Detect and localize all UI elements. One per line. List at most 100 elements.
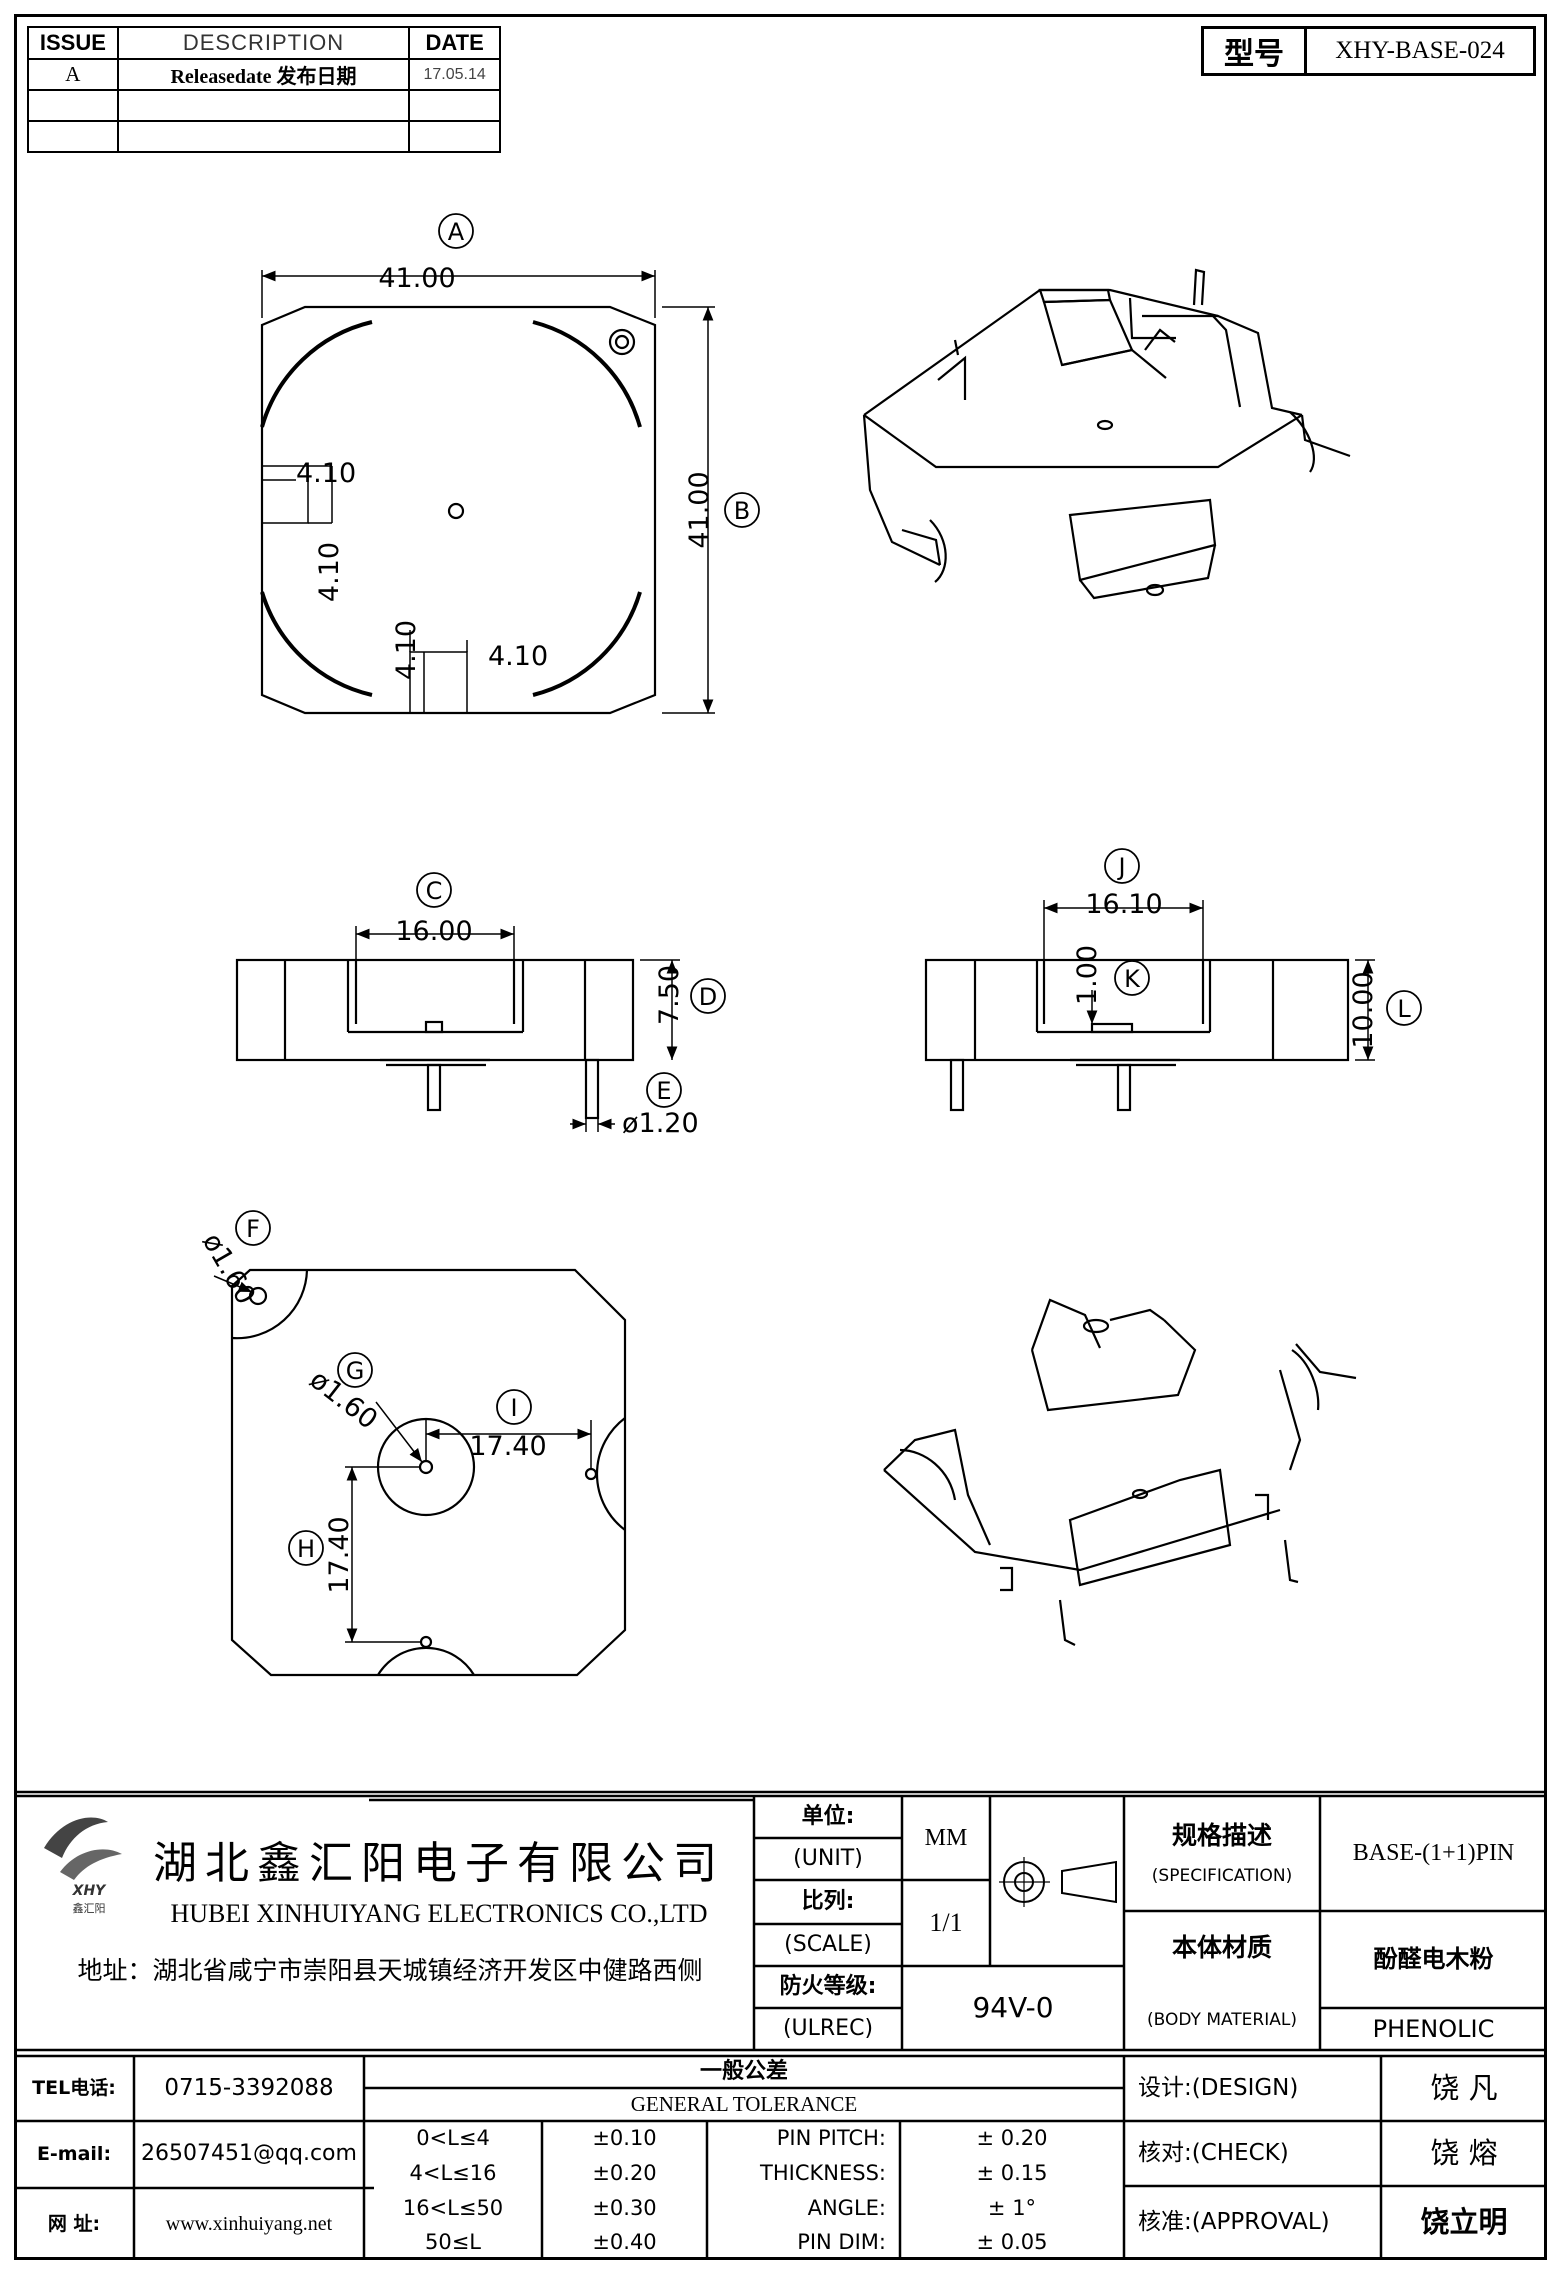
design-label: 设计:(DESIGN) — [1138, 2074, 1299, 2101]
label-b: B — [734, 497, 750, 525]
tol-value: ±0.10 — [592, 2125, 657, 2150]
spec-label-en: (SPECIFICATION) — [1151, 1865, 1293, 1886]
dim-pocket4: 4.10 — [488, 641, 548, 672]
material-value-en: PHENOLIC — [1372, 2014, 1495, 2043]
dim-h-pitch: 17.40 — [324, 1516, 355, 1593]
material-label-en: (BODY MATERIAL) — [1147, 2009, 1297, 2030]
dim-e-pin: ø1.20 — [622, 1108, 699, 1139]
projection-symbol-icon — [999, 1857, 1117, 1907]
rev-issue — [27, 89, 119, 122]
fire-label-en: (ULREC) — [782, 2015, 874, 2041]
approval-name: 饶立明 — [1420, 2205, 1508, 2240]
label-j: J — [1116, 853, 1125, 881]
tol-value: ±0.40 — [592, 2230, 657, 2255]
dim-k-height: 1.00 — [1072, 945, 1103, 1005]
rev-description — [116, 120, 411, 153]
tol-item-value: ± 0.20 — [976, 2125, 1048, 2150]
dim-pocket3: 4.10 — [391, 620, 422, 680]
tel-value: 0715-3392088 — [164, 2074, 334, 2101]
unit-value: MM — [924, 1824, 968, 1851]
dim-width: 41.00 — [378, 263, 455, 294]
revision-table: ISSUE DESCRIPTION DATE A Releasedate 发布日… — [27, 26, 501, 153]
tolerance-title-cn: 一般公差 — [699, 2058, 788, 2084]
tol-item: PIN PITCH: — [776, 2125, 886, 2150]
fire-label-cn: 防火等级: — [779, 1973, 877, 1999]
approval-label: 核准:(APPROVAL) — [1138, 2209, 1330, 2236]
rev-description: Releasedate 发布日期 — [116, 58, 411, 91]
dim-c-width: 16.00 — [395, 916, 472, 947]
company-logo-icon — [44, 1817, 122, 1880]
dim-pocket2: 4.10 — [314, 542, 345, 602]
label-h: H — [297, 1535, 315, 1563]
col-issue: ISSUE — [27, 26, 119, 60]
label-c: C — [426, 877, 443, 905]
dim-height: 41.00 — [684, 471, 715, 548]
tol-range: 0<L≤4 — [416, 2125, 490, 2150]
tol-item-value: ± 1° — [987, 2195, 1037, 2220]
company-address: 地址：湖北省咸宁市崇阳县天城镇经济开发区中健路西侧 — [77, 1956, 703, 1986]
email-value: 26507451@qq.com — [141, 2141, 357, 2167]
label-k: K — [1124, 965, 1141, 993]
technical-drawing: 41.00 41.00 4.10 4.10 4.10 4.10 16.00 7.… — [196, 213, 1422, 1677]
tol-range: 4<L≤16 — [409, 2160, 497, 2185]
side-view — [924, 900, 1375, 1112]
logo-subtext: 鑫汇阳 — [72, 1901, 106, 1915]
web-link[interactable]: www.xinhuiyang.net — [165, 2213, 333, 2235]
label-g: G — [346, 1357, 365, 1385]
title-block-grid — [14, 1790, 1547, 2260]
bottom-view — [213, 1268, 627, 1677]
front-view — [235, 926, 680, 1132]
rev-issue: A — [27, 58, 119, 91]
design-name: 饶 凡 — [1430, 2070, 1498, 2105]
title-block: XHY 鑫汇阳 湖北鑫汇阳电子有限公司 HUBEI XINHUIYANG ELE… — [14, 1788, 1547, 2260]
tol-item: ANGLE: — [807, 2195, 886, 2220]
company-name-cn: 湖北鑫汇阳电子有限公司 — [153, 1837, 725, 1889]
tol-item-value: ± 0.15 — [976, 2160, 1048, 2185]
tol-range: 50≤L — [424, 2230, 482, 2255]
label-d: D — [699, 983, 717, 1011]
tol-range: 16<L≤50 — [402, 2195, 504, 2220]
label-a: A — [448, 218, 465, 246]
email-label: E-mail: — [36, 2143, 112, 2166]
model-value: XHY-BASE-024 — [1335, 37, 1505, 64]
rev-date — [408, 120, 501, 153]
material-label-cn: 本体材质 — [1171, 1933, 1272, 1963]
tel-label: TEL电话: — [32, 2077, 116, 2100]
drawing-frame — [14, 14, 1547, 2260]
dim-i-pitch: 17.40 — [469, 1431, 546, 1462]
dim-d-height: 7.50 — [654, 965, 685, 1025]
tol-value: ±0.20 — [592, 2160, 657, 2185]
unit-label-cn: 单位: — [801, 1803, 855, 1829]
label-f: F — [246, 1215, 260, 1243]
dim-pocket1: 4.10 — [296, 458, 356, 489]
top-view — [260, 270, 715, 715]
rev-date — [408, 89, 501, 122]
web-label: 网 址: — [47, 2212, 101, 2235]
dim-j-width: 16.10 — [1085, 889, 1162, 920]
tol-value: ±0.30 — [592, 2195, 657, 2220]
scale-label-en: (SCALE) — [784, 1931, 872, 1957]
spec-value: BASE-(1+1)PIN — [1352, 1840, 1515, 1867]
tolerance-title-en: GENERAL TOLERANCE — [630, 2091, 858, 2116]
logo-text: XHY — [72, 1883, 106, 1900]
col-date: DATE — [408, 26, 501, 60]
label-e: E — [656, 1077, 671, 1105]
model-label: 型号 — [1204, 29, 1307, 73]
dim-l-height: 10.00 — [1348, 971, 1379, 1048]
tol-item-value: ± 0.05 — [976, 2230, 1048, 2255]
label-l: L — [1397, 995, 1411, 1023]
material-value-cn: 酚醛电木粉 — [1373, 1945, 1494, 1974]
rev-description — [116, 89, 411, 122]
company-name-en: HUBEI XINHUIYANG ELECTRONICS CO.,LTD — [170, 1898, 708, 1928]
model-box: 型号 XHY-BASE-024 — [1201, 26, 1536, 76]
isometric-view-bottom — [883, 1298, 1357, 1646]
rev-issue — [27, 120, 119, 153]
tol-item: PIN DIM: — [797, 2230, 886, 2255]
unit-label-en: (UNIT) — [793, 1845, 863, 1871]
fire-value: 94V-0 — [972, 1990, 1054, 2024]
tol-item: THICKNESS: — [760, 2160, 886, 2185]
label-i: I — [510, 1394, 517, 1422]
isometric-view-top — [862, 268, 1351, 600]
scale-value: 1/1 — [929, 1907, 963, 1937]
spec-label-cn: 规格描述 — [1171, 1821, 1272, 1851]
